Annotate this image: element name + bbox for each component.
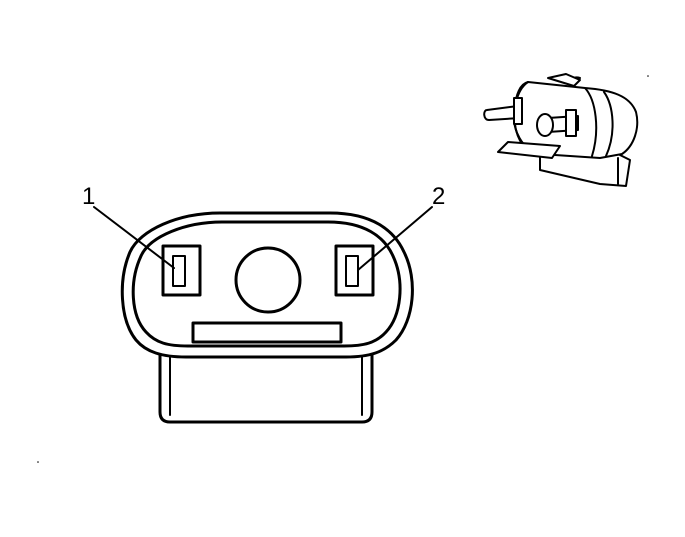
artifact-dot-top-right bbox=[647, 75, 649, 77]
pin-2-label: 2 bbox=[432, 183, 445, 210]
connector-isometric-view bbox=[483, 73, 639, 187]
connector-face-view bbox=[120, 211, 414, 424]
iso-pin-left-socket bbox=[513, 97, 523, 125]
iso-key-tab bbox=[497, 141, 561, 159]
iso-rib-1 bbox=[584, 87, 598, 157]
pin-2-leader-line bbox=[357, 206, 433, 271]
pin-1-leader-line bbox=[93, 206, 175, 269]
iso-pin-right-socket bbox=[565, 109, 577, 137]
connector-body-skirt bbox=[158, 346, 374, 424]
pin-1-label: 1 bbox=[82, 183, 95, 210]
center-locator-circle bbox=[234, 246, 302, 314]
iso-center-locator bbox=[536, 113, 554, 137]
artifact-dot-bottom-left bbox=[37, 461, 39, 463]
iso-rib-2 bbox=[603, 91, 614, 157]
iso-top-latch bbox=[547, 73, 581, 87]
pin-callouts: 1 2 bbox=[82, 183, 445, 271]
pin-1-cavity bbox=[161, 244, 202, 297]
pin-2-terminal bbox=[345, 255, 359, 287]
connector-housing-inner bbox=[131, 220, 402, 348]
key-slot bbox=[191, 321, 343, 344]
pin-1-terminal bbox=[172, 255, 186, 287]
